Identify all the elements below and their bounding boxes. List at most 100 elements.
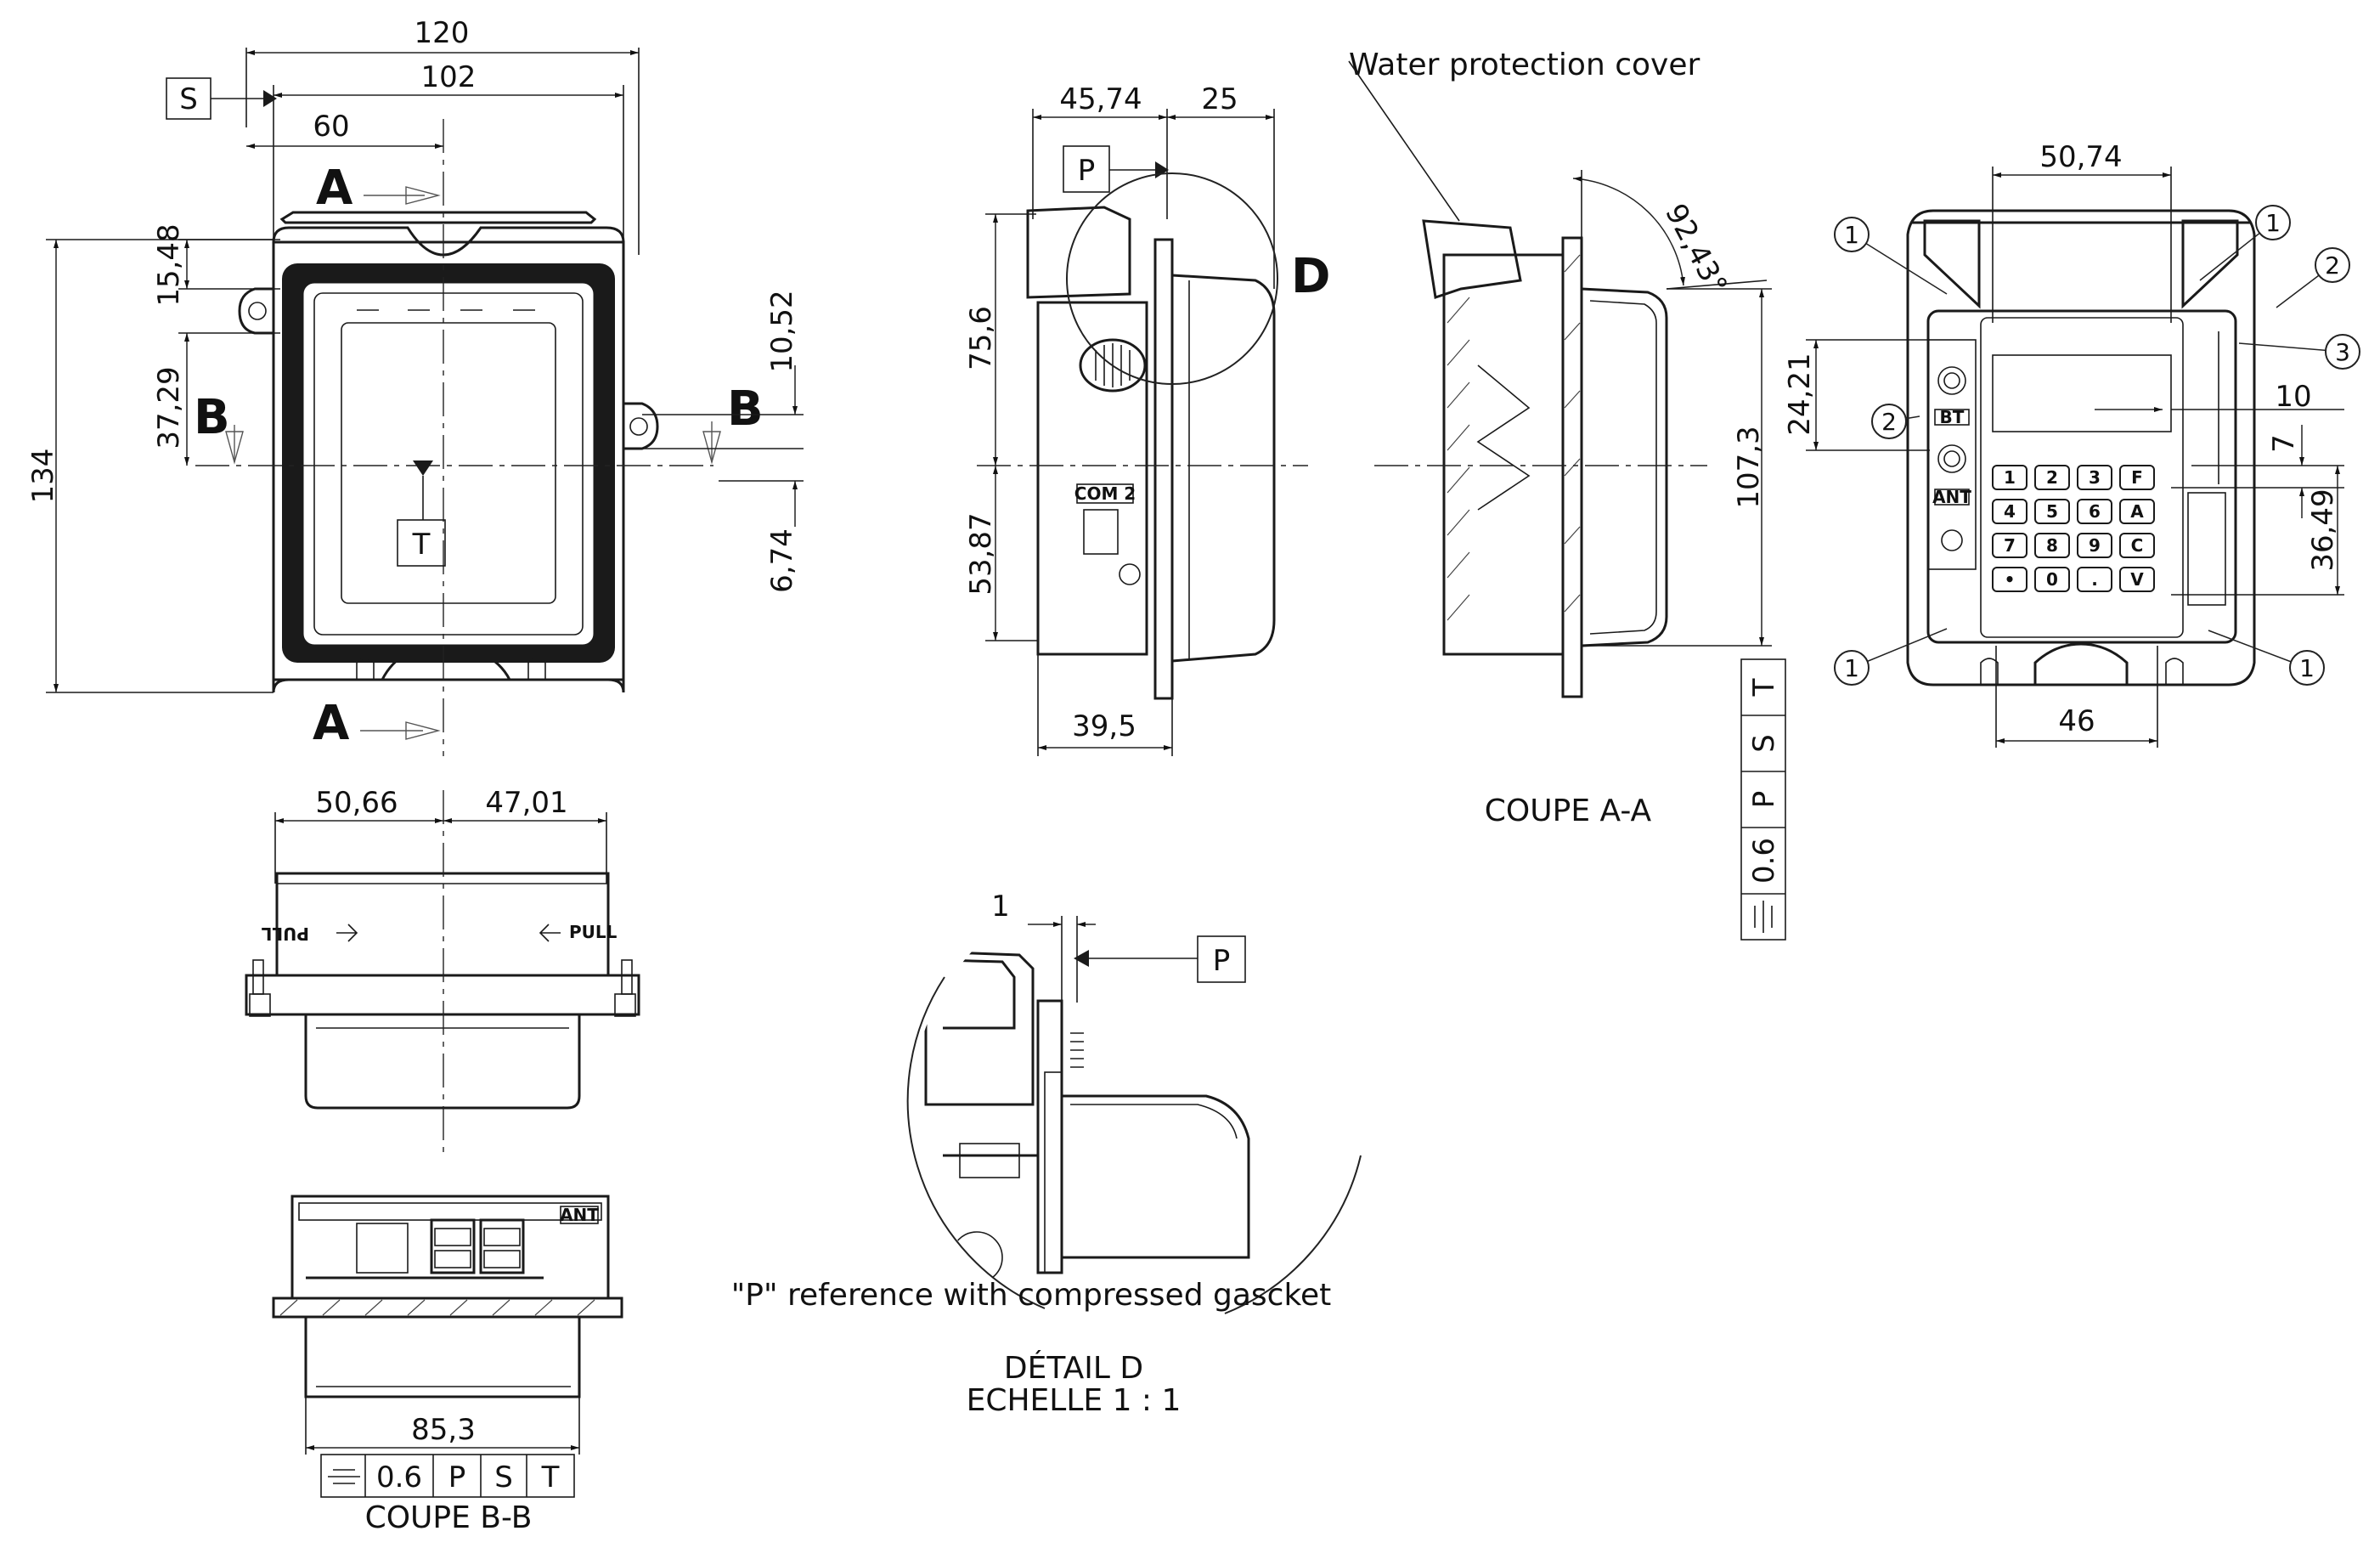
dim-75-6: 75,6 [964, 306, 998, 370]
callout-number: 2 [1881, 408, 1897, 436]
detail-datum-p: P [1213, 944, 1231, 978]
section-a-top: A [316, 161, 353, 216]
keypad-key: 5 [2034, 499, 2070, 524]
svg-text:P: P [1747, 791, 1781, 809]
dim-50-66: 50,66 [315, 786, 398, 820]
svg-text:T: T [1747, 678, 1781, 697]
keypad-key: 7 [1992, 533, 2028, 558]
svg-text:S: S [494, 1460, 513, 1494]
keypad-key: 8 [2034, 533, 2070, 558]
datum-p: P [1078, 154, 1096, 188]
svg-text:0.6: 0.6 [1747, 838, 1781, 884]
keypad-key: A [2119, 499, 2155, 524]
dim-15-48: 15,48 [152, 223, 186, 306]
keypad-key-label: 3 [2089, 467, 2101, 488]
section-a-bottom: A [313, 696, 350, 751]
keypad-key: 9 [2077, 533, 2112, 558]
angle-92-43: 92,43° [1658, 198, 1734, 300]
dim-10-52: 10,52 [765, 290, 799, 372]
dim-85-3: 85,3 [411, 1413, 476, 1447]
tolerance-frame-aa: T S P 0.6 [1740, 658, 1786, 941]
keypad-key: • [1992, 567, 2028, 592]
keypad-key-label: 5 [2046, 501, 2058, 522]
dim-37-29: 37,29 [152, 366, 186, 449]
front-view: 120 102 S 60 A A [26, 16, 804, 756]
dim-25: 25 [1201, 82, 1238, 116]
pull-left: PULL [261, 924, 358, 944]
keypad-key-label: F [2131, 467, 2143, 488]
dim-7: 7 [2267, 434, 2301, 453]
callout-balloon: 1 [1834, 628, 1948, 686]
top-section: 50,66 47,01 PULL PULL [245, 786, 640, 1155]
callout-balloon: 2 [2276, 247, 2350, 308]
dim-width-120: 120 [415, 16, 470, 50]
svg-text:PULL: PULL [261, 924, 309, 944]
ant-label: ANT [560, 1205, 599, 1225]
callout-number: 3 [2335, 338, 2350, 366]
dim-height-134: 134 [26, 449, 60, 504]
keypad-key-label: 4 [2004, 501, 2016, 522]
callout-number: 1 [1844, 221, 1859, 249]
keypad-key: 6 [2077, 499, 2112, 524]
section-aa-title: COUPE A-A [1485, 794, 1652, 828]
dim-46: 46 [2058, 704, 2095, 738]
svg-text:S: S [1747, 734, 1781, 753]
dim-53-87: 53,87 [964, 512, 998, 595]
side-view: 45,74 25 P COM 2 D 75,6 53,87 39,5 [964, 82, 1330, 756]
keypad-key: F [2119, 465, 2155, 490]
dim-107-3: 107,3 [1732, 426, 1766, 508]
com-label: COM 2 [1074, 483, 1136, 504]
detail-title: DÉTAIL D [1004, 1350, 1143, 1386]
section-aa: Water protection cover 92,43° 107,3 [1348, 48, 1786, 941]
callout-balloon: 1 [2208, 630, 2325, 686]
keypad-key-label: 0 [2046, 569, 2058, 590]
callout-balloon: 3 [2238, 334, 2360, 370]
section-bb: ANT 85,3 0.6 P S T COUPE B-B [272, 1195, 623, 1535]
keypad-key-label: 6 [2089, 501, 2101, 522]
detail-d: 1 P "P" reference with compressed gascke… [731, 890, 1362, 1418]
svg-text:PULL: PULL [569, 922, 618, 942]
keypad-key: 3 [2077, 465, 2112, 490]
svg-text:BT: BT [1940, 407, 1965, 427]
keypad-key: C [2119, 533, 2155, 558]
svg-text:P: P [448, 1460, 466, 1494]
callout-number: 1 [2299, 654, 2315, 682]
dim-47-01: 47,01 [485, 786, 567, 820]
dim-50-74: 50,74 [2039, 140, 2122, 174]
svg-text:0.6: 0.6 [376, 1460, 422, 1494]
callout-number: 1 [1844, 654, 1859, 682]
detail-scale: ECHELLE 1 : 1 [967, 1383, 1182, 1418]
dim-39-5: 39,5 [1072, 709, 1136, 743]
dim-24-21: 24,21 [1783, 353, 1817, 435]
keypad-key: 0 [2034, 567, 2070, 592]
dim-45-74: 45,74 [1059, 82, 1142, 116]
keypad-key-label: 1 [2004, 467, 2016, 488]
dim-1: 1 [991, 890, 1010, 924]
section-bb-title: COUPE B-B [365, 1500, 533, 1535]
keypad-key-label: . [2091, 569, 2098, 590]
dim-10: 10 [2275, 380, 2311, 414]
keypad-key-label: 8 [2046, 535, 2058, 556]
datum-t: T [412, 528, 431, 562]
keypad-key: 1 [1992, 465, 2028, 490]
section-b-left: B [194, 390, 230, 445]
tolerance-frame-bb: 0.6 P S T [320, 1454, 575, 1498]
svg-text:ANT: ANT [1932, 487, 1971, 507]
datum-s: S [179, 82, 198, 116]
keypad-key: . [2077, 567, 2112, 592]
keypad-key: V [2119, 567, 2155, 592]
keypad-key-label: A [2130, 501, 2144, 522]
callout-number: 2 [2325, 251, 2340, 280]
dim-half-60: 60 [313, 110, 349, 144]
section-b-right: B [727, 381, 764, 437]
callout-balloon: 1 [1834, 217, 1948, 295]
keypad-key: 2 [2034, 465, 2070, 490]
dim-width-102: 102 [421, 60, 477, 94]
dim-6-74: 6,74 [765, 528, 799, 593]
callout-balloon: 1 [2199, 205, 2291, 281]
water-cover-note: Water protection cover [1349, 48, 1700, 82]
